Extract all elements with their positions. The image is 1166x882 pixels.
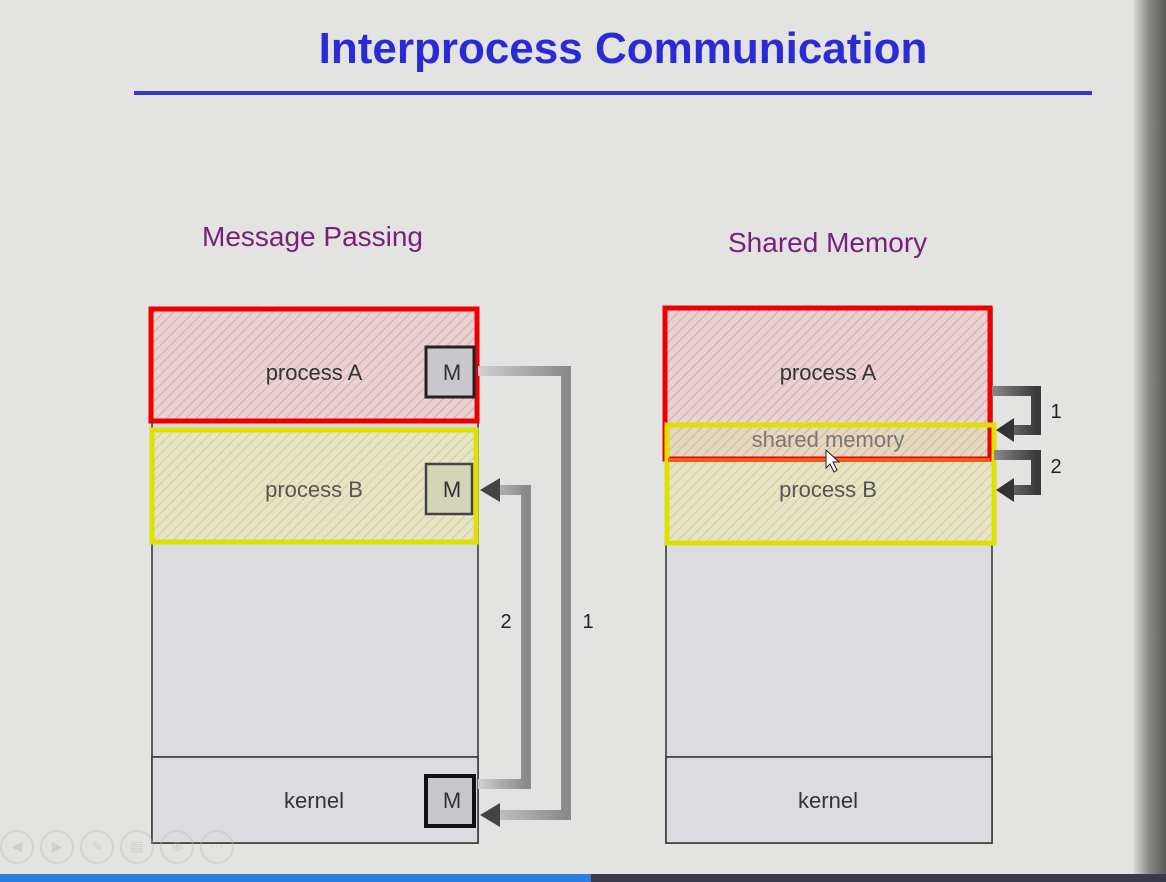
player-controls: ◀ ▶ ✎ ▤ ⊕ ⋯ (0, 830, 234, 870)
mp-kernel-label: kernel (284, 788, 344, 813)
sm-kernel-label: kernel (798, 788, 858, 813)
mp-message-box-kernel (424, 774, 476, 828)
sm-arrow-2-head (996, 478, 1014, 502)
sm-step-1-label: 1 (1050, 401, 1061, 423)
mp-arrow-2-path (478, 485, 531, 789)
sm-arrow-1-path (992, 386, 1041, 435)
mp-process-a-highlight (148, 306, 480, 424)
mp-message-box-a (424, 345, 476, 399)
sm-kernel-region (665, 756, 993, 844)
mp-message-label-kernel: M (443, 788, 461, 813)
mp-process-b-highlight (149, 427, 479, 545)
slide-edge-shadow (1134, 0, 1166, 882)
mp-message-box-b (424, 462, 474, 516)
shared-memory-heading: Shared Memory (728, 227, 928, 258)
video-progress-bar[interactable] (0, 874, 1166, 882)
zoom-icon[interactable]: ⊕ (160, 830, 194, 864)
sm-process-a-label: process A (780, 360, 877, 385)
sm-arrow-1-head (996, 418, 1014, 442)
mp-kernel-region (151, 756, 479, 844)
mp-message-label-b: M (443, 477, 461, 502)
mp-step-1-label: 1 (582, 611, 593, 633)
mp-arrow-1-path (478, 366, 571, 820)
mouse-cursor-icon (825, 448, 841, 473)
sm-arrow-2-path (994, 450, 1041, 495)
video-progress-fill (0, 874, 592, 882)
mp-process-b-region (152, 428, 478, 543)
mp-arrow-2-head (480, 478, 500, 502)
pen-icon[interactable]: ✎ (80, 830, 114, 864)
sm-process-b-label: process B (779, 477, 877, 502)
mp-arrow-1-head (480, 803, 500, 827)
mp-process-b-label: process B (265, 477, 363, 502)
sm-shared-memory-label: shared memory (752, 427, 905, 452)
message-passing-heading: Message Passing (202, 221, 424, 252)
title-underline (134, 91, 1092, 95)
mp-step-2-label: 2 (500, 611, 511, 633)
document-icon[interactable]: ▤ (120, 830, 154, 864)
slide-title: Interprocess Communication (318, 24, 928, 73)
message-passing-memory-column: process A process B kernel M M M 1 2 (148, 306, 594, 844)
mp-message-label-a: M (443, 360, 461, 385)
previous-icon[interactable]: ◀ (0, 830, 34, 864)
next-icon[interactable]: ▶ (40, 830, 74, 864)
sm-process-b-highlight (664, 422, 997, 546)
mp-process-a-label: process A (266, 360, 363, 385)
menu-icon[interactable]: ⋯ (200, 830, 234, 864)
shared-memory-memory-column: process A shared memory process B kernel… (662, 305, 1062, 844)
mp-process-a-region (152, 308, 478, 422)
sm-step-2-label: 2 (1050, 456, 1061, 478)
